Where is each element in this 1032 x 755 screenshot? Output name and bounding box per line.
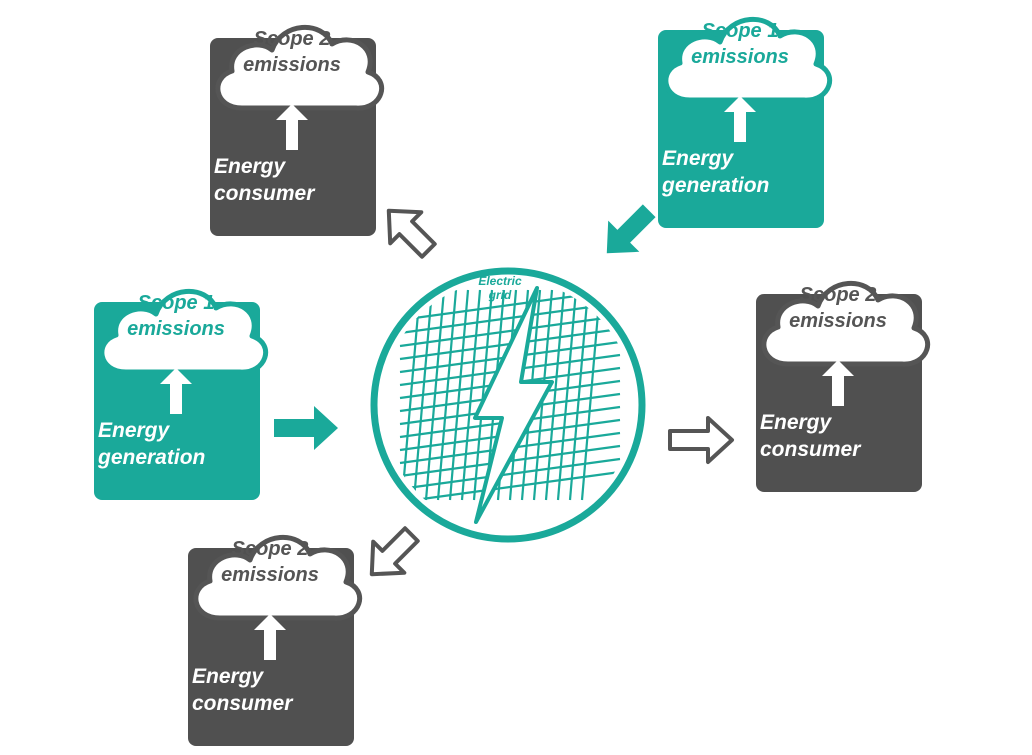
grid-mesh-line <box>399 457 621 491</box>
up-arrow-icon <box>254 614 286 660</box>
node-shape <box>658 17 833 228</box>
cloud-icon <box>663 17 833 103</box>
energy-consumer-node-bottom: Scope 2 emissions Energy consumer <box>178 518 368 748</box>
box-label-line1: Energy <box>98 419 170 442</box>
box-label-line1: Energy <box>662 147 734 170</box>
cloud-label-line1: Scope 1 <box>137 292 215 314</box>
cloud-icon <box>761 281 931 367</box>
box-label-line2: generation <box>662 174 770 197</box>
box-label-line1: Energy <box>214 155 286 178</box>
cloud-icon <box>215 25 385 111</box>
box-label: Energy consumer <box>214 153 384 207</box>
cloud-label: Scope 2 emissions <box>768 282 908 334</box>
grid-mesh-line <box>556 289 578 501</box>
cloud-label-line2: emissions <box>127 318 225 340</box>
grid-mesh-line <box>399 314 621 348</box>
cloud-icon <box>99 289 269 375</box>
grid-mesh-icon <box>399 288 621 504</box>
box-label-line1: Energy <box>192 665 264 688</box>
cloud-label-line1: Scope 2 <box>253 28 331 50</box>
arrow-top-generation-to-grid <box>606 204 656 254</box>
grid-mesh-line <box>460 289 482 501</box>
cloud-label-line2: emissions <box>691 46 789 68</box>
grid-label-line2: grid <box>488 288 512 302</box>
lightning-bolt-icon <box>473 286 554 524</box>
up-arrow-icon <box>822 360 854 406</box>
arrow-left-generation-to-grid <box>274 406 338 450</box>
node-shape <box>188 535 363 746</box>
box-label-line2: generation <box>98 446 206 469</box>
cloud-label: Scope 1 emissions <box>670 18 810 70</box>
up-arrow-icon <box>160 368 192 414</box>
arrow-grid-to-bottom-consumer <box>369 526 420 577</box>
energy-consumer-node-top: Scope 2 emissions Energy consumer <box>200 8 390 238</box>
box-label-line2: consumer <box>760 438 861 461</box>
box-label-line2: consumer <box>214 182 315 205</box>
energy-generation-node-top: Scope 1 emissions Energy generation <box>648 0 838 230</box>
box-label: Energy generation <box>98 417 268 471</box>
energy-generation-node-left: Scope 1 emissions Energy generation <box>84 272 274 502</box>
cloud-label-line1: Scope 1 <box>701 20 779 42</box>
box-label-line1: Energy <box>760 411 832 434</box>
cloud-label: Scope 1 emissions <box>106 290 246 342</box>
cloud-label-line1: Scope 2 <box>799 284 877 306</box>
electric-grid-circle <box>370 267 646 543</box>
cloud-label: Scope 2 emissions <box>200 536 340 588</box>
grid-label-line1: Electric <box>478 274 522 288</box>
grid-mesh-line <box>399 470 621 504</box>
grid-mesh-line <box>424 289 446 501</box>
node-shape <box>756 281 931 492</box>
arrow-grid-to-top-consumer <box>386 208 437 259</box>
cloud-icon <box>193 535 363 621</box>
electric-grid-label: Electric grid <box>465 274 535 302</box>
arrow-grid-to-right-consumer <box>668 416 734 464</box>
grid-mesh-line <box>399 301 621 335</box>
grid-mesh-line <box>400 289 422 501</box>
box-label: Energy generation <box>662 145 832 199</box>
node-shape <box>210 25 385 236</box>
cloud-label-line1: Scope 2 <box>231 538 309 560</box>
node-shape <box>94 289 269 500</box>
energy-consumer-node-right: Scope 2 emissions Energy consumer <box>746 264 936 494</box>
cloud-label: Scope 2 emissions <box>222 26 362 78</box>
box-label-line2: consumer <box>192 692 293 715</box>
up-arrow-icon <box>724 96 756 142</box>
cloud-label-line2: emissions <box>789 310 887 332</box>
grid-mesh-line <box>580 289 602 501</box>
cloud-label-line2: emissions <box>221 564 319 586</box>
cloud-label-line2: emissions <box>243 54 341 76</box>
up-arrow-icon <box>276 104 308 150</box>
box-label: Energy consumer <box>192 663 362 717</box>
box-label: Energy consumer <box>760 409 930 463</box>
